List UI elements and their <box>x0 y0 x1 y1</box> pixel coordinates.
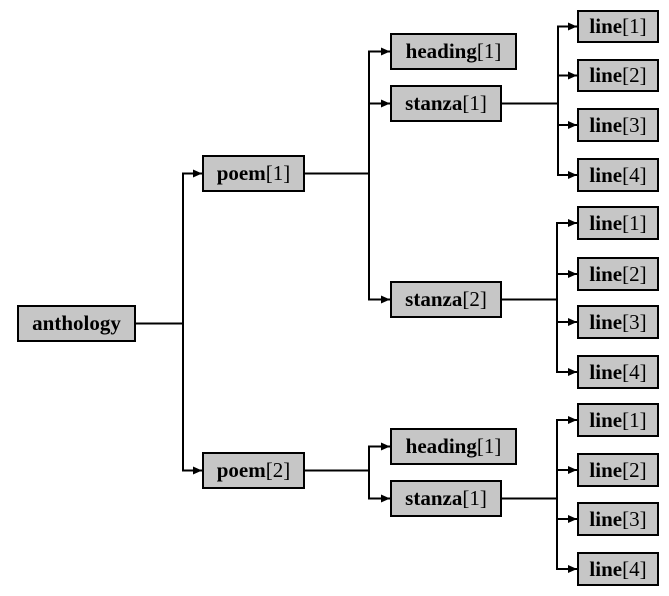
node-tag-label: line <box>589 14 623 38</box>
node-index-label: [1] <box>265 161 291 185</box>
node-index-label: [2] <box>622 63 647 87</box>
tree-node-p1s1-line1: line[1] <box>577 10 659 43</box>
node-index-label: [4] <box>622 556 647 581</box>
edge-group <box>136 22 577 573</box>
tree-node-p1s1-line4: line[4] <box>577 158 659 192</box>
edge-p2-stanza1-to-p2s1-line3 <box>502 497 577 523</box>
node-index-label: [1] <box>476 39 502 63</box>
node-index-label: [1] <box>622 14 647 38</box>
edge-p1-stanza2-to-p1s2-line3 <box>502 298 577 326</box>
node-index-label: [3] <box>622 112 647 137</box>
tree-node-p2s1-line2: line[2] <box>577 453 659 487</box>
node-tag-label: stanza <box>405 486 463 510</box>
node-tag-label: line <box>589 112 623 137</box>
tree-node-p1s2-line2: line[2] <box>577 257 659 291</box>
node-index-label: [3] <box>622 506 647 531</box>
tree-node-p1s2-line1: line[1] <box>577 206 659 240</box>
tree-node-p2-heading1: heading[1] <box>390 428 517 465</box>
edge-p1-stanza2-to-p1s2-line2 <box>502 270 577 301</box>
edge-p1-stanza1-to-p1s1-line3 <box>502 102 577 129</box>
edge-p1-stanza1-to-p1s1-line4 <box>502 102 577 179</box>
tree-node-p2-stanza1: stanza[1] <box>390 480 502 517</box>
node-index-label: [1] <box>622 407 647 432</box>
node-tag-label: stanza <box>405 287 463 311</box>
tree-node-p1-stanza2: stanza[2] <box>390 281 502 318</box>
edge-p1-stanza2-to-p1s2-line4 <box>502 298 577 376</box>
node-index-label: [4] <box>622 162 647 187</box>
edge-poem2-to-p2-stanza1 <box>305 469 390 503</box>
node-index-label: [1] <box>622 210 647 235</box>
node-tag-label: poem <box>216 458 266 482</box>
edge-poem1-to-p1-stanza2 <box>305 172 390 304</box>
node-tag-label: line <box>589 506 623 531</box>
node-index-label: [3] <box>622 309 647 334</box>
tree-node-poem2: poem[2] <box>202 452 305 489</box>
node-tag-label: line <box>589 210 623 235</box>
edge-p1-stanza1-to-p1s1-line2 <box>502 71 577 105</box>
node-tag-label: poem <box>216 161 266 185</box>
tree-node-p1-heading1: heading[1] <box>390 33 517 70</box>
node-tag-label: heading <box>405 39 477 63</box>
node-index-label: [1] <box>476 434 502 458</box>
node-index-label: [1] <box>462 486 487 510</box>
tree-node-p1s1-line2: line[2] <box>577 59 659 92</box>
node-index-label: [2] <box>462 287 487 311</box>
node-index-label: [1] <box>462 91 487 115</box>
node-tag-label: line <box>589 359 623 384</box>
edge-anthology-to-poem2 <box>136 322 202 475</box>
node-tag-label: line <box>589 556 623 581</box>
node-tag-label: anthology <box>32 311 121 335</box>
node-index-label: [2] <box>622 261 647 286</box>
node-tag-label: line <box>589 63 623 87</box>
tree-node-p2s1-line1: line[1] <box>577 403 659 437</box>
node-index-label: [2] <box>265 458 291 482</box>
edge-p2-stanza1-to-p2s1-line2 <box>502 466 577 500</box>
edge-p2-stanza1-to-p2s1-line4 <box>502 497 577 573</box>
tree-node-p2s1-line3: line[3] <box>577 502 659 536</box>
node-index-label: [4] <box>622 359 647 384</box>
tree-node-anthology: anthology <box>17 305 136 342</box>
tree-node-p1s2-line3: line[3] <box>577 305 659 339</box>
node-tag-label: line <box>589 261 623 286</box>
edge-poem1-to-p1-heading1 <box>305 47 390 175</box>
node-index-label: [2] <box>622 457 647 482</box>
node-tag-label: line <box>589 309 623 334</box>
tree-node-p2s1-line4: line[4] <box>577 552 659 586</box>
edge-poem2-to-p2-heading1 <box>305 442 390 472</box>
tree-node-p1s2-line4: line[4] <box>577 355 659 389</box>
edge-p1-stanza2-to-p1s2-line1 <box>502 219 577 301</box>
node-tag-label: line <box>589 162 623 187</box>
tree-node-poem1: poem[1] <box>202 155 305 192</box>
node-tag-label: line <box>589 407 623 432</box>
edge-poem1-to-p1-stanza1 <box>305 99 390 175</box>
node-tag-label: line <box>589 457 623 482</box>
tree-node-p1s1-line3: line[3] <box>577 108 659 142</box>
tree-node-p1-stanza1: stanza[1] <box>390 85 502 122</box>
node-tag-label: stanza <box>405 91 463 115</box>
edge-anthology-to-poem1 <box>136 169 202 325</box>
node-tag-label: heading <box>405 434 477 458</box>
